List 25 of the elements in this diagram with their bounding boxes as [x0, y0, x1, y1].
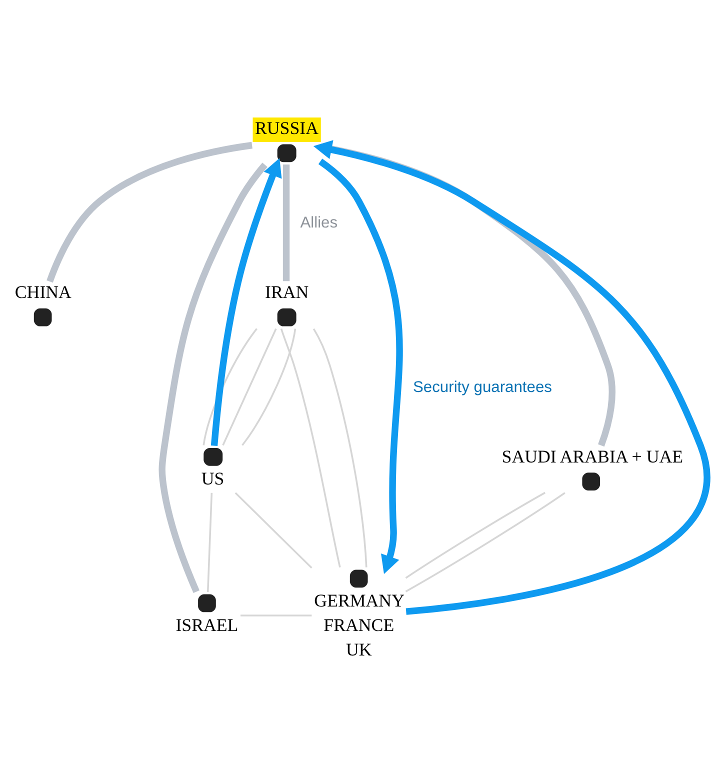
connector	[405, 492, 566, 592]
connector	[46, 141, 253, 282]
node-label: FRANCE	[324, 614, 394, 634]
connector	[222, 328, 277, 446]
node-label: IRAN	[265, 282, 309, 302]
connector	[234, 492, 312, 568]
connector	[242, 328, 296, 446]
node-label: CHINA	[14, 282, 72, 302]
node-label: ISRAEL	[176, 614, 238, 634]
connector	[280, 328, 341, 567]
connector	[240, 614, 312, 616]
connector	[206, 492, 213, 592]
arrow	[318, 158, 403, 574]
arrow	[313, 140, 710, 614]
node-label: UK	[346, 638, 372, 659]
connector	[312, 328, 368, 567]
node-label: SAUDI ARABIA + UAE	[502, 446, 684, 466]
connector	[405, 491, 546, 578]
node-label: US	[201, 468, 224, 488]
connector	[158, 162, 268, 592]
edge-label: Security guarantees	[413, 378, 552, 396]
connector	[282, 164, 290, 281]
edge-label: Allies	[300, 214, 338, 232]
arrow	[210, 158, 282, 446]
node-label: GERMANY	[314, 590, 404, 610]
